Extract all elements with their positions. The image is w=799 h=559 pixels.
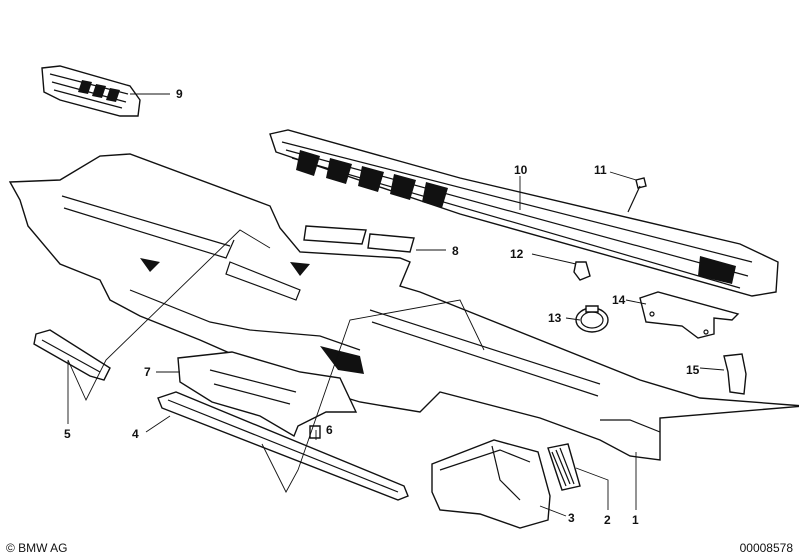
- label-4: 4: [132, 427, 139, 441]
- leader-lines: [67, 93, 725, 517]
- part-13-hose-clamp: [575, 305, 609, 333]
- label-5: 5: [64, 427, 71, 441]
- label-14: 14: [612, 293, 626, 307]
- part-8-foam-pads: [303, 225, 415, 253]
- part-11-screw: [627, 177, 647, 213]
- label-7: 7: [144, 365, 151, 379]
- label-10: 10: [514, 163, 528, 177]
- part-12-clip: [573, 261, 591, 281]
- part-7-air-duct: [177, 346, 364, 438]
- part-1-dash-trim-body: [8, 153, 799, 461]
- label-15: 15: [686, 363, 700, 377]
- label-12: 12: [510, 247, 524, 261]
- part-5-vent-ring: [33, 329, 111, 381]
- part-3-duct-elbow: [431, 439, 551, 529]
- label-3: 3: [568, 511, 575, 525]
- label-6: 6: [326, 423, 333, 437]
- label-9: 9: [176, 87, 183, 101]
- label-13: 13: [548, 311, 562, 325]
- diagram-code: 00008578: [739, 541, 793, 555]
- part-2-filter-pad: [547, 443, 581, 491]
- part-labels: 9 10 11 8 12 13 14 15 7 5 4 6 3 2 1: [64, 87, 700, 527]
- label-8: 8: [452, 244, 459, 258]
- part-10-long-grille: [269, 129, 779, 297]
- part-9-vent-grille: [41, 65, 141, 117]
- label-1: 1: [632, 513, 639, 527]
- label-2: 2: [604, 513, 611, 527]
- part-14-bracket: [639, 291, 740, 339]
- label-11: 11: [594, 163, 607, 177]
- part-4-vent-frame: [157, 391, 409, 501]
- part-15-small-bracket: [723, 353, 747, 395]
- copyright-text: © BMW AG: [6, 541, 68, 555]
